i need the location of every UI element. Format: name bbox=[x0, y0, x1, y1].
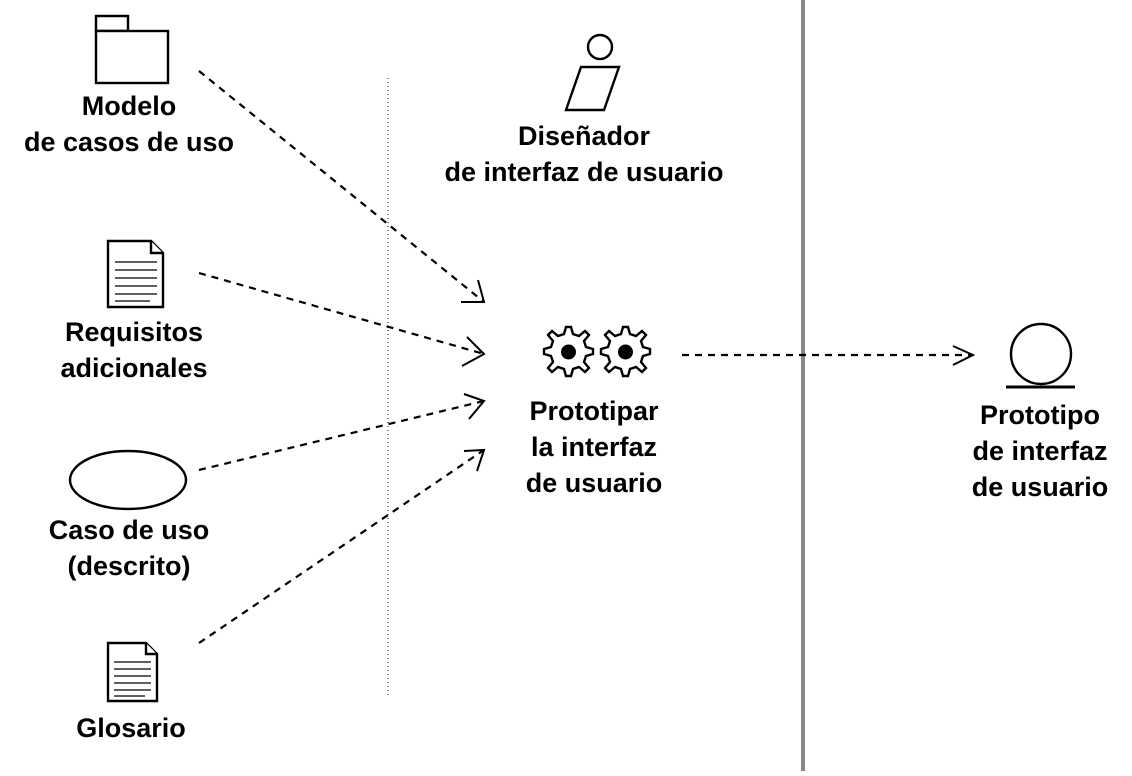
gears-icon bbox=[542, 325, 652, 378]
worker-icon bbox=[564, 33, 621, 112]
output-artifact-label: Prototipo de interfaz de usuario bbox=[971, 400, 1109, 502]
flow-arrow bbox=[198, 448, 486, 644]
folder-icon bbox=[94, 14, 170, 85]
artifact-label-modelo: Modelo de casos de uso bbox=[23, 91, 235, 157]
document-icon bbox=[106, 239, 165, 309]
flow-arrow bbox=[198, 271, 486, 367]
use-case-ellipse-icon bbox=[68, 449, 188, 511]
flow-arrow bbox=[198, 70, 486, 303]
flow-arrow bbox=[198, 393, 486, 472]
flow-arrow bbox=[682, 345, 976, 366]
artifact-label-caso-de-uso: Caso de uso (descrito) bbox=[48, 515, 210, 581]
document-icon bbox=[106, 641, 159, 703]
activity-label: Prototipar la interfaz de usuario bbox=[525, 396, 663, 498]
boundary-entity-icon bbox=[1006, 322, 1075, 389]
artifact-label-requisitos: Requisitos adicionales bbox=[60, 317, 208, 383]
artifact-label-glosario: Glosario bbox=[76, 713, 186, 743]
worker-label: Diseñador de interfaz de usuario bbox=[444, 121, 724, 187]
